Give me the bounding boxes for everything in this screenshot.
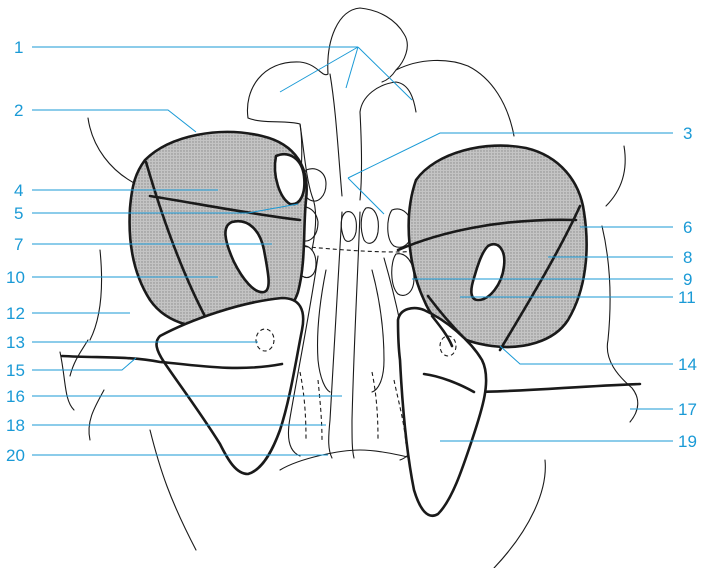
label-4: 4	[14, 181, 23, 200]
label-group: 1 2 3 4 5 6 7 8 9 10 11 12 13 14 15 16 1…	[6, 38, 697, 465]
label-7: 7	[14, 235, 23, 254]
label-1: 1	[14, 38, 23, 57]
label-11: 11	[678, 288, 696, 307]
label-6: 6	[683, 218, 692, 237]
label-14: 14	[678, 355, 697, 374]
label-5: 5	[14, 204, 23, 223]
label-15: 15	[6, 361, 25, 380]
label-12: 12	[6, 304, 25, 323]
left-lower-process	[157, 298, 304, 474]
label-13: 13	[6, 333, 25, 352]
label-16: 16	[6, 387, 25, 406]
label-3: 3	[683, 124, 692, 143]
label-19: 19	[678, 432, 697, 451]
label-17: 17	[678, 400, 697, 419]
label-10: 10	[6, 268, 25, 287]
label-8: 8	[683, 248, 692, 267]
label-20: 20	[6, 446, 25, 465]
label-9: 9	[683, 270, 692, 289]
label-18: 18	[6, 416, 25, 435]
label-2: 2	[14, 101, 23, 120]
